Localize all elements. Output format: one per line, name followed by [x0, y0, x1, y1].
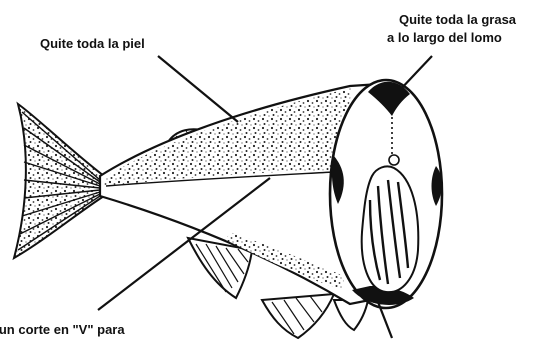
cross-section — [330, 80, 442, 308]
label-remove-back-fat-line2: a lo largo del lomo — [387, 30, 502, 46]
label-remove-skin: Quite toda la piel — [40, 36, 145, 52]
pointer-line-skin — [158, 56, 238, 122]
tail-fin — [14, 104, 104, 258]
label-remove-back-fat-line1: Quite toda la grasa — [399, 12, 516, 28]
pointer-line-back-fat — [398, 56, 432, 92]
label-v-cut: a un corte en "V" para — [0, 322, 125, 338]
